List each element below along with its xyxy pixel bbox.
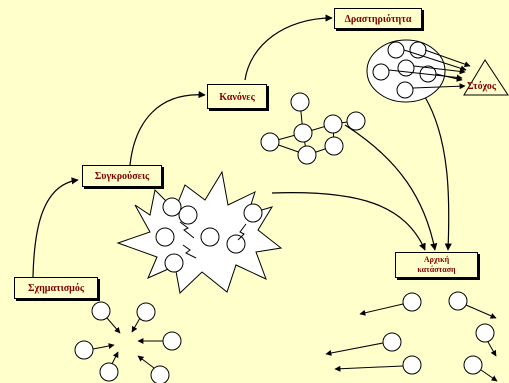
label-goal: Στόχος bbox=[467, 81, 497, 92]
lightning-bolts bbox=[179, 221, 247, 259]
label-initial-state-line2: κατάσταση bbox=[417, 265, 456, 274]
activity-nodes bbox=[372, 41, 437, 99]
label-activity: Δραστηριότητα bbox=[334, 8, 422, 29]
arrow-formation-to-conflicts bbox=[32, 177, 79, 278]
explosion-shape bbox=[116, 170, 283, 294]
arrow-rules-to-activity bbox=[244, 14, 333, 81]
arrow-rules-to-initial bbox=[344, 124, 438, 251]
label-initial-state-line1: Αρχική bbox=[423, 255, 450, 264]
initial-state-arrows bbox=[325, 303, 498, 382]
formation-nodes bbox=[74, 301, 182, 383]
arrow-activity-to-initial bbox=[424, 96, 452, 251]
initial-state-nodes bbox=[382, 291, 495, 375]
arrow-conflicts-to-initial bbox=[271, 192, 426, 251]
explosion-nodes bbox=[155, 197, 263, 273]
arrow-conflicts-to-rules bbox=[129, 90, 206, 166]
activity-arrows bbox=[388, 49, 471, 90]
rules-nodes bbox=[260, 92, 366, 165]
goal-triangle bbox=[463, 59, 509, 96]
label-rules: Κανόνες bbox=[207, 84, 267, 109]
formation-arrows bbox=[92, 317, 163, 369]
label-formation: Σχηματισμός bbox=[14, 277, 98, 299]
label-initial-state: Αρχική κατάσταση bbox=[395, 252, 478, 278]
label-conflicts: Συγκρούσεις bbox=[82, 165, 162, 187]
